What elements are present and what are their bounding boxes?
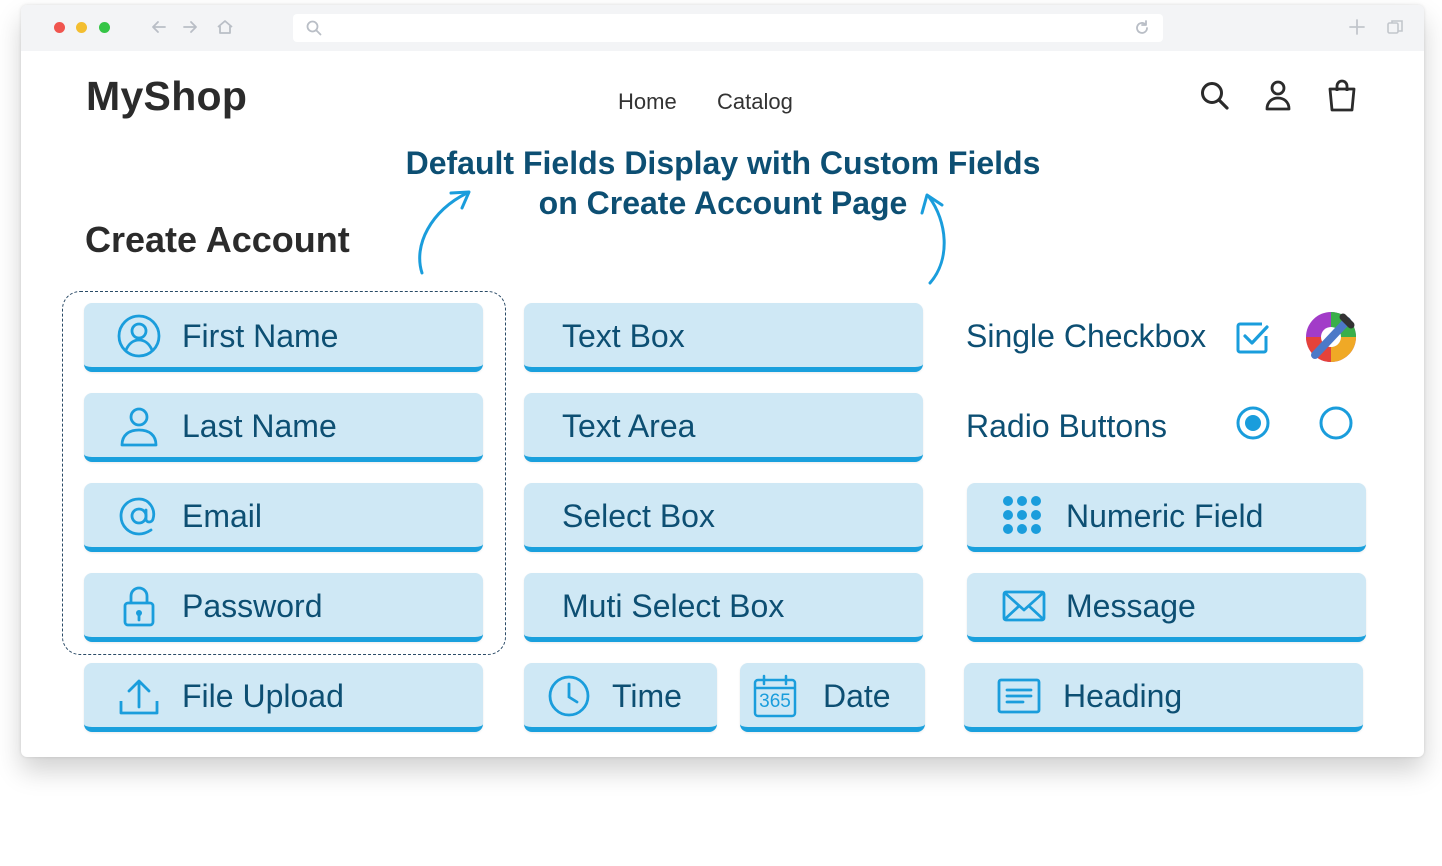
text-box-label: Text Box <box>562 318 685 354</box>
search-icon[interactable] <box>1198 77 1232 115</box>
radio-selected-icon[interactable] <box>1234 404 1272 442</box>
window-maximize-button[interactable] <box>99 22 110 33</box>
last-name-label: Last Name <box>182 408 337 444</box>
page-title: Create Account <box>85 219 350 260</box>
browser-window: MyShop Home Catalog Default Fields Displ… <box>21 5 1424 757</box>
single-checkbox-label: Single Checkbox <box>966 318 1207 354</box>
file-upload-field[interactable]: File Upload <box>84 663 483 732</box>
lock-icon <box>123 586 155 627</box>
time-field[interactable]: Time <box>524 663 717 732</box>
heading-label: Heading <box>1063 678 1183 714</box>
nav-home-link[interactable]: Home <box>618 89 677 114</box>
calendar-badge-text: 365 <box>759 691 791 712</box>
numeric-field[interactable]: Numeric Field <box>967 483 1366 552</box>
clock-icon <box>548 675 590 717</box>
back-arrow-icon[interactable] <box>149 17 169 37</box>
heading-field[interactable]: Heading <box>964 663 1363 732</box>
window-close-button[interactable] <box>54 22 65 33</box>
at-icon <box>119 497 156 536</box>
file-upload-label: File Upload <box>182 678 344 714</box>
multi-select-box-field[interactable]: Muti Select Box <box>524 573 923 642</box>
callout-line-2: on Create Account Page <box>538 185 908 221</box>
window-minimize-button[interactable] <box>76 22 87 33</box>
callout-line-1: Default Fields Display with Custom Field… <box>405 145 1041 181</box>
time-label: Time <box>612 678 682 714</box>
numeric-field-label: Numeric Field <box>1066 498 1264 534</box>
upload-icon <box>119 679 159 715</box>
password-label: Password <box>182 588 323 624</box>
forward-arrow-icon[interactable] <box>180 17 200 37</box>
callout-text: Default Fields Display with Custom Field… <box>361 143 1085 223</box>
browser-toolbar <box>21 5 1424 51</box>
select-box-label: Select Box <box>562 498 715 534</box>
last-name-field[interactable]: Last Name <box>84 393 483 462</box>
keypad-icon <box>1003 496 1041 534</box>
heading-icon <box>997 678 1041 714</box>
email-field[interactable]: Email <box>84 483 483 552</box>
first-name-field[interactable]: First Name <box>84 303 483 372</box>
text-area-label: Text Area <box>562 408 696 444</box>
home-icon[interactable] <box>215 17 235 37</box>
text-box-field[interactable]: Text Box <box>524 303 923 372</box>
text-area-field[interactable]: Text Area <box>524 393 923 462</box>
user-icon <box>120 407 158 447</box>
reload-icon[interactable] <box>1133 19 1151 37</box>
password-field[interactable]: Password <box>84 573 483 642</box>
radio-empty-icon[interactable] <box>1317 404 1355 442</box>
email-label: Email <box>182 498 263 534</box>
search-icon <box>306 20 322 36</box>
date-field[interactable]: 365 Date <box>740 663 925 732</box>
default-fields-group <box>62 291 506 655</box>
color-picker-icon[interactable] <box>1303 305 1363 365</box>
select-box-field[interactable]: Select Box <box>524 483 923 552</box>
tabs-icon[interactable] <box>1385 17 1405 37</box>
cart-icon[interactable] <box>1325 77 1359 115</box>
nav-catalog-link[interactable]: Catalog <box>717 89 793 114</box>
address-bar[interactable] <box>293 14 1163 42</box>
new-tab-icon[interactable] <box>1347 17 1367 37</box>
radio-buttons-label: Radio Buttons <box>966 408 1168 444</box>
calendar-icon <box>753 674 797 718</box>
user-circle-icon <box>117 314 161 358</box>
multi-select-box-label: Muti Select Box <box>562 588 785 624</box>
checkbox-checked-icon[interactable] <box>1234 319 1272 357</box>
message-field[interactable]: Message <box>967 573 1366 642</box>
envelope-icon <box>1002 590 1046 622</box>
user-icon[interactable] <box>1261 77 1295 115</box>
site-logo[interactable]: MyShop <box>86 73 248 119</box>
date-label: Date <box>823 678 891 714</box>
first-name-label: First Name <box>182 318 339 354</box>
message-label: Message <box>1066 588 1196 624</box>
